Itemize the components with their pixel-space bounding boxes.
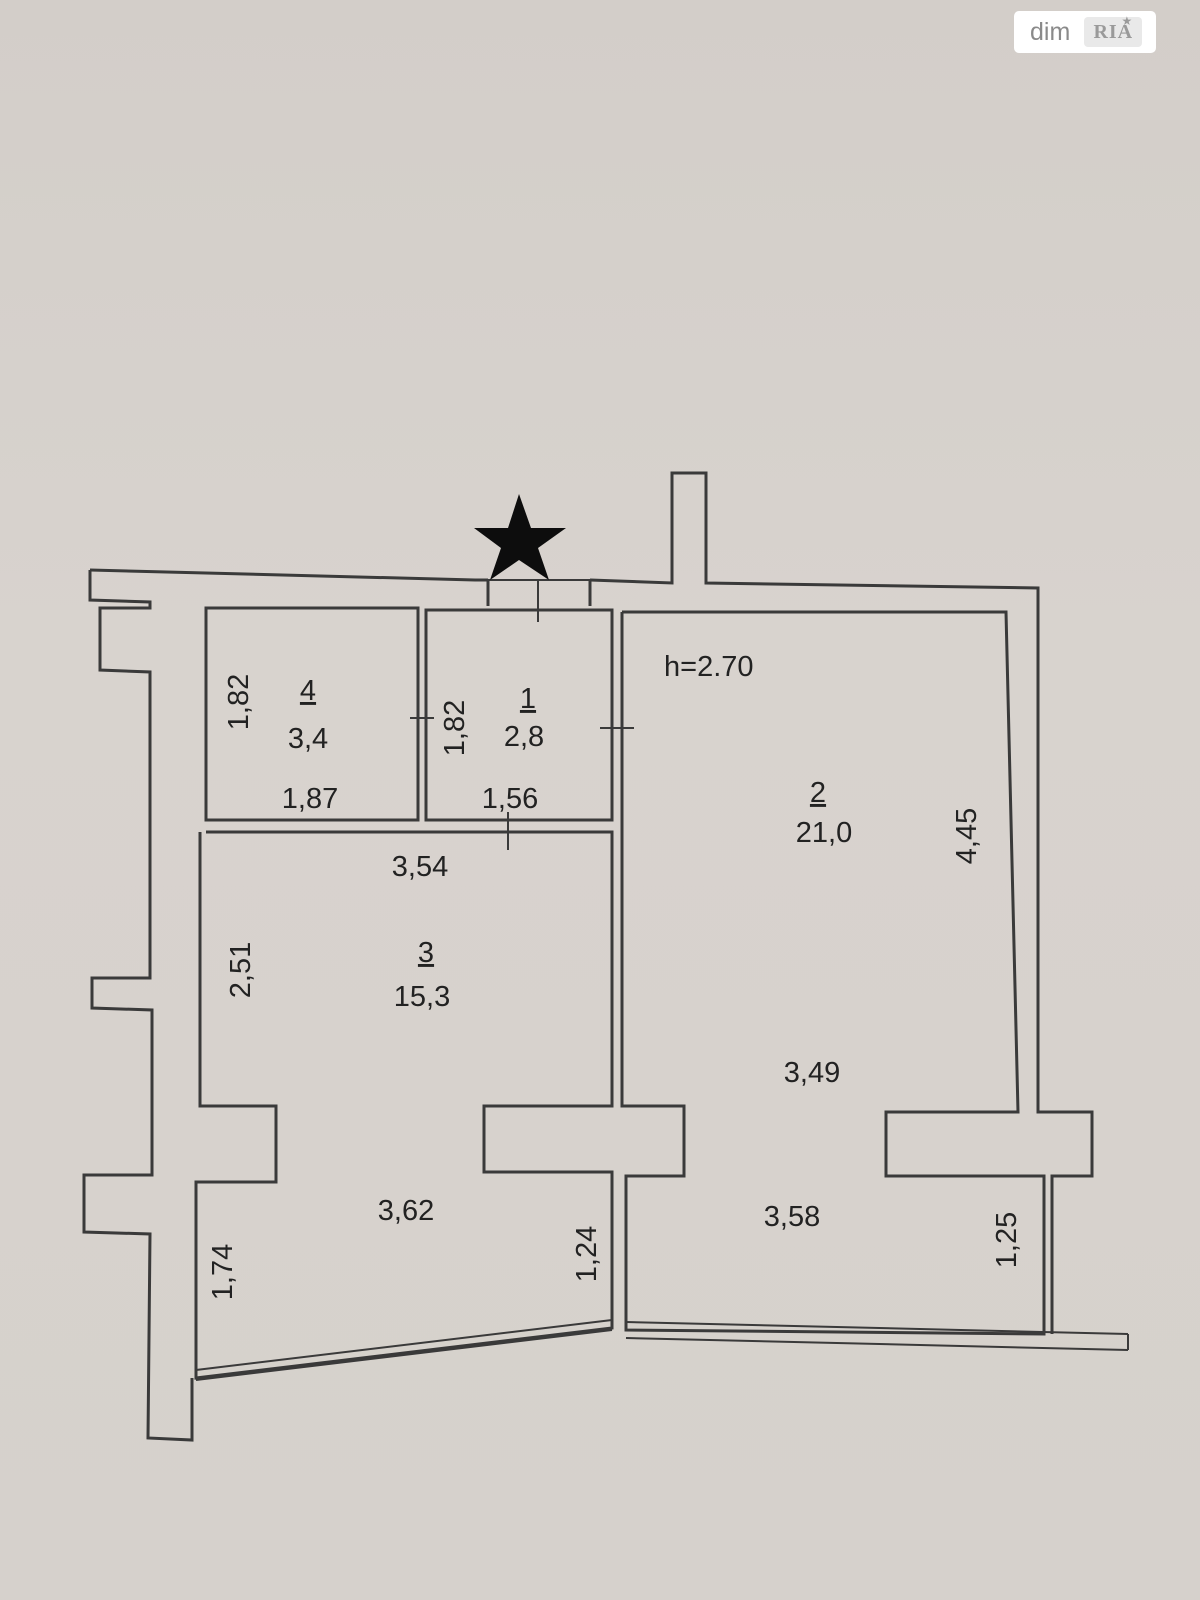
room-2-bottom-dim: 3,58 [764,1201,820,1233]
room-3-top-dim: 3,54 [392,851,448,883]
room-3-index: 3 [418,937,434,969]
ceiling-height-label: h=2.70 [664,651,754,683]
watermark-badge: dim RIA ★ [1014,11,1156,53]
star-icon [474,494,566,580]
watermark-text: dim [1030,17,1071,46]
room-1-height-dim: 1,82 [439,700,471,756]
room-3-left-dim: 2,51 [225,942,257,998]
room-2-right-dim: 4,45 [951,808,983,864]
room-4-index: 4 [300,675,316,707]
room-1-area: 2,8 [504,721,544,753]
room-2-mid-dim: 3,49 [784,1057,840,1089]
room-4-outline [204,606,420,822]
room-4-height-dim: 1,82 [223,674,255,730]
room-3-left-lower-dim: 1,74 [207,1244,239,1300]
balcony-glazing [195,1319,1129,1381]
room-2-index: 2 [810,777,826,809]
ria-logo: RIA ★ [1084,14,1143,47]
room-1-width-dim: 1,56 [482,783,538,815]
room-3-right-lower-dim: 1,24 [571,1226,603,1282]
room-2-outline [620,610,1046,1336]
exterior-walls [82,471,1094,1442]
room-3-bottom-dim: 3,62 [378,1195,434,1227]
ria-logo-text: RIA [1093,20,1134,43]
room-2-area: 21,0 [796,817,852,849]
room-1-index: 1 [520,683,536,715]
room-4-width-dim: 1,87 [282,783,338,815]
room-4-area: 3,4 [288,723,328,755]
room-3-outline [194,830,614,1380]
room-2-right-lower-dim: 1,25 [991,1212,1023,1268]
room-3-area: 15,3 [394,981,450,1013]
star-icon: ★ [1121,14,1133,28]
